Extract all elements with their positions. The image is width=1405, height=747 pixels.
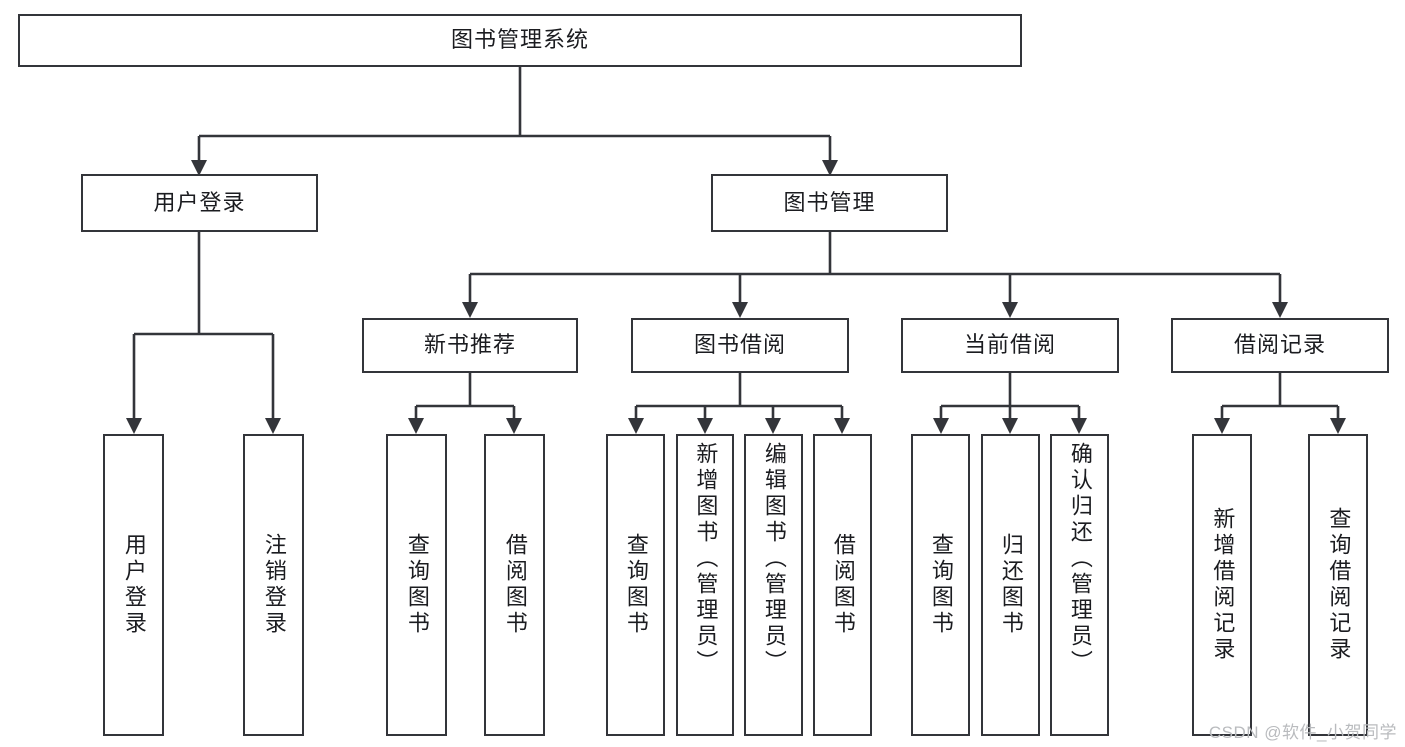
node-label: 图书管理 bbox=[783, 189, 876, 215]
node-label: 查询图书 bbox=[404, 533, 430, 637]
leaf-query-borrow-record[interactable]: 查询借阅记录 bbox=[1308, 434, 1368, 736]
node-label: 图书借阅 bbox=[693, 332, 786, 358]
node-label: 用户登录 bbox=[121, 533, 147, 637]
leaf-return-book[interactable]: 归还图书 bbox=[981, 434, 1040, 736]
node-label: 新增图书（管理员） bbox=[693, 442, 719, 676]
node-root-system[interactable]: 图书管理系统 bbox=[18, 14, 1022, 67]
node-label: 确认归还（管理员） bbox=[1067, 442, 1093, 676]
node-label: 借阅图书 bbox=[830, 533, 856, 637]
node-label: 借阅记录 bbox=[1233, 332, 1326, 358]
node-label: 编辑图书（管理员） bbox=[761, 442, 787, 676]
node-label: 图书管理系统 bbox=[450, 27, 589, 53]
node-book-management[interactable]: 图书管理 bbox=[711, 174, 948, 232]
leaf-add-book-admin[interactable]: 新增图书（管理员） bbox=[676, 434, 734, 736]
node-book-borrow[interactable]: 图书借阅 bbox=[631, 318, 849, 373]
leaf-edit-book-admin[interactable]: 编辑图书（管理员） bbox=[744, 434, 803, 736]
watermark-text: CSDN @软件_小贺同学 bbox=[1208, 723, 1397, 742]
leaf-query-book-borrow[interactable]: 查询图书 bbox=[606, 434, 665, 736]
node-borrow-record[interactable]: 借阅记录 bbox=[1171, 318, 1389, 373]
leaf-logout[interactable]: 注销登录 bbox=[243, 434, 304, 736]
leaf-query-book-recommend[interactable]: 查询图书 bbox=[386, 434, 447, 736]
node-label: 用户登录 bbox=[153, 189, 246, 215]
node-label: 借阅图书 bbox=[502, 533, 528, 637]
node-label: 新书推荐 bbox=[423, 332, 516, 358]
leaf-query-book-current[interactable]: 查询图书 bbox=[911, 434, 970, 736]
node-label: 查询图书 bbox=[623, 533, 649, 637]
node-label: 新增借阅记录 bbox=[1210, 507, 1236, 663]
node-current-borrow[interactable]: 当前借阅 bbox=[901, 318, 1119, 373]
node-label: 注销登录 bbox=[261, 533, 287, 637]
node-label: 归还图书 bbox=[998, 533, 1024, 637]
leaf-borrow-book-recommend[interactable]: 借阅图书 bbox=[484, 434, 545, 736]
node-label: 当前借阅 bbox=[963, 332, 1056, 358]
node-label: 查询借阅记录 bbox=[1326, 507, 1352, 663]
node-new-book-recommend[interactable]: 新书推荐 bbox=[362, 318, 578, 373]
leaf-user-login[interactable]: 用户登录 bbox=[103, 434, 164, 736]
leaf-add-borrow-record[interactable]: 新增借阅记录 bbox=[1192, 434, 1252, 736]
leaf-confirm-return-admin[interactable]: 确认归还（管理员） bbox=[1050, 434, 1109, 736]
leaf-borrow-book[interactable]: 借阅图书 bbox=[813, 434, 872, 736]
node-user-login[interactable]: 用户登录 bbox=[81, 174, 318, 232]
node-label: 查询图书 bbox=[928, 533, 954, 637]
